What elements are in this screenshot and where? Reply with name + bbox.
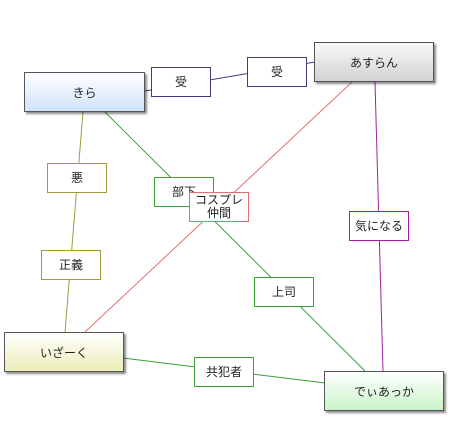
label-ki-ni-naru[interactable]: 気になる [349,211,409,241]
label-joushi[interactable]: 上司 [254,277,314,307]
label-kyouhansha[interactable]: 共犯者 [194,357,254,387]
label-uke-1[interactable]: 受 [151,67,211,97]
label-uke-2[interactable]: 受 [247,57,307,87]
label-seigi[interactable]: 正義 [41,250,101,280]
node-deaka[interactable]: でぃあっか [324,371,444,411]
node-asuran[interactable]: あすらん [314,42,434,82]
node-kira[interactable]: きら [24,72,145,112]
label-aku[interactable]: 悪 [47,163,107,193]
edge-kira-izaku [64,111,84,333]
node-izaku[interactable]: いざーく [4,332,124,372]
label-cosplay[interactable]: コスプレ仲間 [189,192,249,222]
edge-kira-deaka [104,111,366,372]
